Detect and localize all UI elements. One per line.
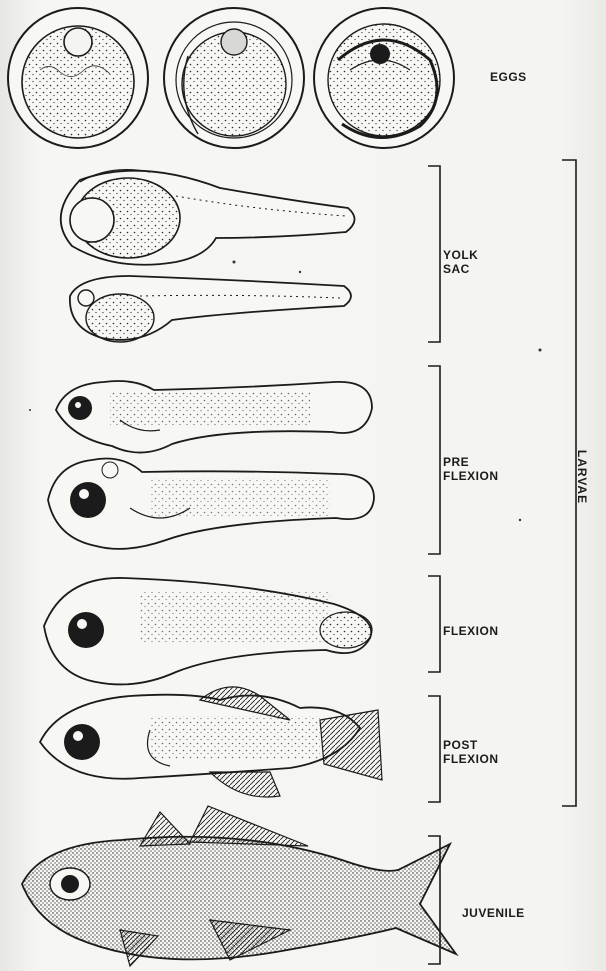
yolk-sac-larva-2 (70, 276, 351, 342)
yolk-sac-larva-1 (61, 170, 355, 265)
label-eggs: EGGS (490, 70, 527, 84)
label-postflexion: POST FLEXION (443, 738, 499, 766)
flexion-larva (44, 578, 372, 685)
bracket-preflexion (428, 366, 440, 554)
egg-stage-1 (8, 8, 148, 148)
label-preflexion: PRE FLEXION (443, 455, 499, 483)
label-yolk-sac: YOLK SAC (443, 248, 478, 276)
label-larvae: LARVAE (575, 447, 589, 507)
preflexion-larva-1 (56, 381, 372, 453)
preflexion-larva-2 (48, 459, 374, 549)
bracket-larvae (562, 160, 576, 806)
bracket-postflexion (428, 696, 440, 802)
egg-stage-3 (314, 8, 454, 148)
label-flexion: FLEXION (443, 624, 499, 638)
bracket-yolk-sac (428, 166, 440, 342)
bracket-flexion (428, 576, 440, 672)
juvenile-fish (22, 806, 456, 966)
egg-stage-2 (164, 8, 304, 148)
label-juvenile: JUVENILE (462, 906, 525, 920)
postflexion-larva (40, 687, 382, 797)
